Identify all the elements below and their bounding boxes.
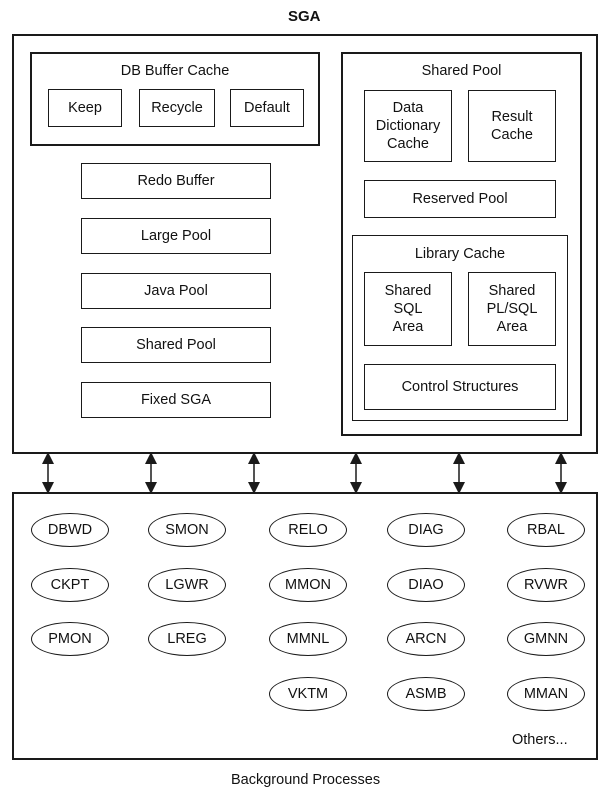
process-mman: MMAN <box>507 677 585 711</box>
result-cache-box: Result Cache <box>468 90 556 162</box>
process-pmon: PMON <box>31 622 109 656</box>
shared-pool-small-box: Shared Pool <box>81 327 271 363</box>
recycle-box: Recycle <box>139 89 215 127</box>
result-cache-label: Result Cache <box>491 109 533 143</box>
process-ckpt: CKPT <box>31 568 109 602</box>
fixed-sga-label: Fixed SGA <box>140 392 212 408</box>
data-dictionary-cache-box: Data Dictionary Cache <box>364 90 452 162</box>
sga-title: SGA <box>288 8 321 25</box>
process-rvwr: RVWR <box>507 568 585 602</box>
shared-pool-small-label: Shared Pool <box>136 337 216 353</box>
recycle-label: Recycle <box>151 100 203 116</box>
process-lgwr: LGWR <box>148 568 226 602</box>
background-processes-label: Background Processes <box>231 772 381 788</box>
db-buffer-cache-title: DB Buffer Cache <box>120 63 230 79</box>
process-smon: SMON <box>148 513 226 547</box>
large-pool-label: Large Pool <box>140 228 212 244</box>
data-dictionary-cache-label: Data Dictionary Cache <box>375 100 441 152</box>
shared-sql-area-label: Shared SQL Area <box>384 283 432 335</box>
redo-buffer-box: Redo Buffer <box>81 163 271 199</box>
process-rbal: RBAL <box>507 513 585 547</box>
process-arcn: ARCN <box>387 622 465 656</box>
fixed-sga-box: Fixed SGA <box>81 382 271 418</box>
process-relo: RELO <box>269 513 347 547</box>
control-structures-label: Control Structures <box>401 379 519 395</box>
redo-buffer-label: Redo Buffer <box>137 173 215 189</box>
reserved-pool-label: Reserved Pool <box>412 191 508 207</box>
library-cache-title: Library Cache <box>414 246 506 262</box>
shared-sql-area-box: Shared SQL Area <box>364 272 452 346</box>
java-pool-box: Java Pool <box>81 273 271 309</box>
default-box: Default <box>230 89 304 127</box>
keep-box: Keep <box>48 89 122 127</box>
large-pool-box: Large Pool <box>81 218 271 254</box>
process-lreg: LREG <box>148 622 226 656</box>
java-pool-label: Java Pool <box>144 283 208 299</box>
process-diao: DIAO <box>387 568 465 602</box>
process-mmnl: MMNL <box>269 622 347 656</box>
shared-plsql-area-box: Shared PL/SQL Area <box>468 272 556 346</box>
process-asmb: ASMB <box>387 677 465 711</box>
process-vktm: VKTM <box>269 677 347 711</box>
process-gmnn: GMNN <box>507 622 585 656</box>
process-mmon: MMON <box>269 568 347 602</box>
shared-pool-title: Shared Pool <box>421 63 502 79</box>
control-structures-box: Control Structures <box>364 364 556 410</box>
keep-label: Keep <box>68 100 102 116</box>
process-diag: DIAG <box>387 513 465 547</box>
others-label: Others... <box>512 732 568 748</box>
process-dbwd: DBWD <box>31 513 109 547</box>
reserved-pool-box: Reserved Pool <box>364 180 556 218</box>
default-label: Default <box>244 100 290 116</box>
shared-plsql-area-label: Shared PL/SQL Area <box>486 283 538 335</box>
